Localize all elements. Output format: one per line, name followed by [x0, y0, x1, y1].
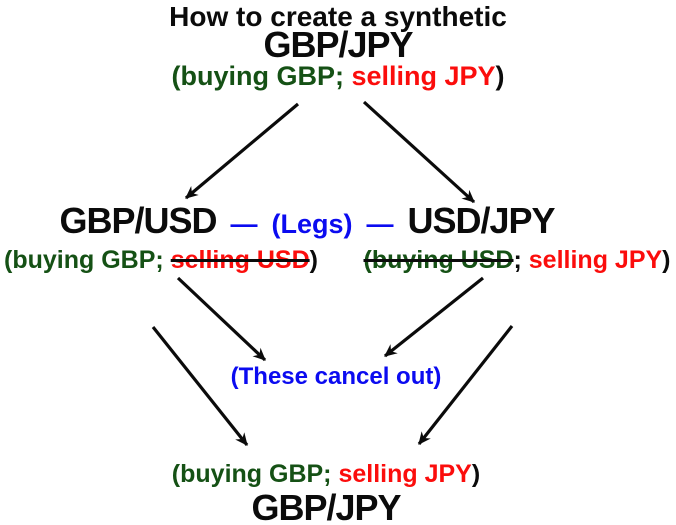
target-pair-annotation: (buying GBP; selling JPY) — [0, 61, 676, 92]
arrow-usdjpy-to-result — [417, 325, 514, 445]
separator-dash-right: — — [366, 209, 394, 239]
text-segment: ; — [513, 246, 529, 274]
text-segment: (buying GBP; — [4, 246, 164, 274]
gbpusd-annotation: (buying GBP; selling USD) — [0, 246, 322, 275]
arrow-gbpusd-to-cancel — [176, 276, 267, 362]
text-segment: ) — [662, 246, 671, 274]
text-segment: selling USD — [170, 246, 310, 274]
text-segment: ) — [495, 61, 505, 91]
result-annotation: (buying GBP; selling JPY) — [0, 460, 652, 489]
leg-pair-usdjpy: USD/JPY — [407, 200, 555, 241]
leg-pair-gbpusd: GBP/USD — [59, 200, 217, 241]
text-segment — [164, 246, 171, 274]
result-pair-label: GBP/JPY — [251, 487, 401, 525]
text-segment: (buying GBP; — [171, 460, 332, 488]
text-segment: selling JPY — [343, 61, 496, 91]
arrow-gbpusd-to-result — [151, 326, 249, 446]
separator-dash-left: — — [230, 209, 258, 239]
legs-label: (Legs) — [271, 209, 353, 239]
text-segment: (buying USD — [363, 246, 514, 274]
arrow-title-to-usdjpy — [362, 100, 476, 204]
text-segment: (buying GBP; — [171, 61, 344, 91]
arrow-title-to-gbpusd — [184, 102, 300, 200]
text-segment: ) — [309, 246, 318, 274]
diagram-title: How to create a synthetic — [169, 1, 507, 32]
text-segment: selling JPY — [528, 246, 663, 274]
target-pair-label: GBP/JPY — [263, 24, 413, 65]
cancel-note: (These cancel out) — [230, 363, 442, 390]
legs-row: GBP/USD — (Legs) — USD/JPY — [0, 200, 614, 242]
usdjpy-annotation: (buying USD; selling JPY) — [358, 246, 676, 275]
text-segment: ) — [471, 460, 481, 488]
arrow-usdjpy-to-cancel — [384, 276, 484, 358]
text-segment: selling JPY — [331, 460, 472, 488]
